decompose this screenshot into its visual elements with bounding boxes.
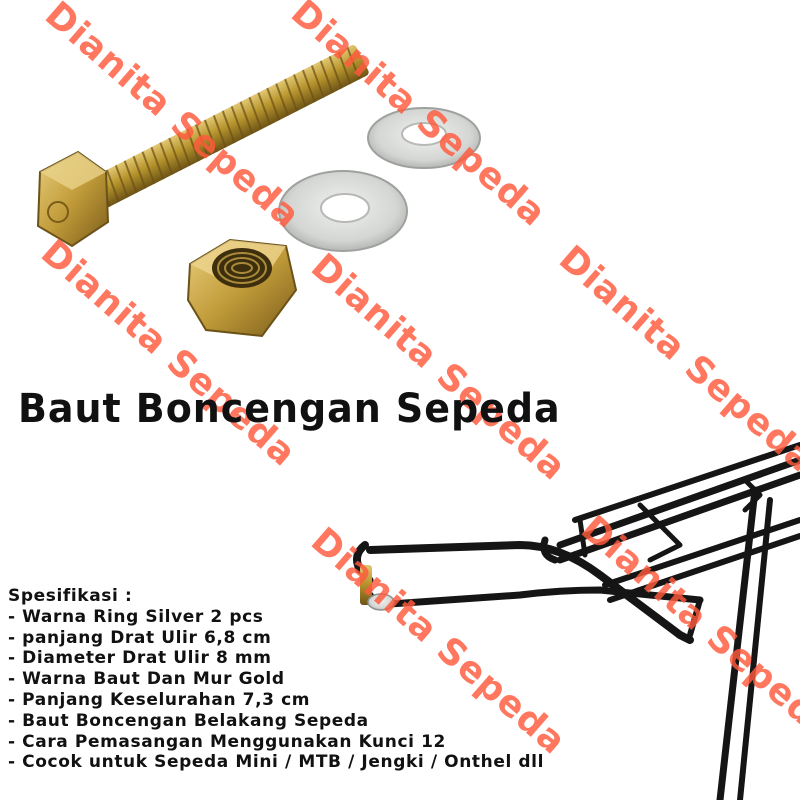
- washer-large: [278, 170, 408, 252]
- spec-item: - Cara Pemasangan Menggunakan Kunci 12: [8, 731, 446, 752]
- spec-list: Spesifikasi : - Warna Ring Silver 2 pcs …: [8, 586, 698, 773]
- spec-item: - Cocok untuk Sepeda Mini / MTB / Jengki…: [8, 752, 545, 773]
- bike-rack: [352, 442, 800, 800]
- spec-item: - panjang Drat Ulir 6,8 cm: [8, 627, 272, 648]
- spec-heading: Spesifikasi :: [8, 586, 133, 606]
- washer-small: [367, 107, 481, 169]
- bolt: [36, 45, 369, 248]
- spec-item: - Panjang Keselurahan 7,3 cm: [8, 689, 311, 710]
- product-title: Baut Boncengan Sepeda: [18, 386, 561, 432]
- spec-item: - Warna Baut Dan Mur Gold: [8, 669, 285, 690]
- spec-item: - Warna Ring Silver 2 pcs: [8, 606, 264, 627]
- spec-item: - Diameter Drat Ulir 8 mm: [8, 648, 272, 669]
- spec-item: - Baut Boncengan Belakang Sepeda: [8, 710, 369, 731]
- nut: [186, 238, 298, 338]
